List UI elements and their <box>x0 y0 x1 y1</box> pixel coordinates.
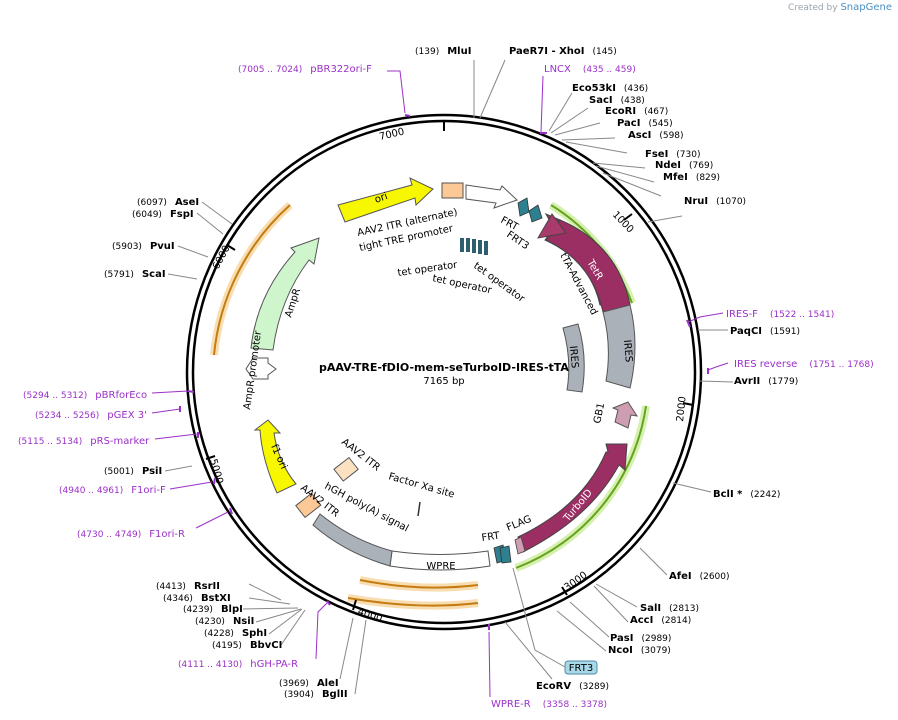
label-flag: FLAG <box>505 514 533 534</box>
site-mlui: (139)MluI <box>415 46 471 57</box>
plasmid-name: pAAV-TRE-fDIO-mem-seTurboID-IRES-tTA <box>319 361 569 374</box>
ori-arrow <box>337 177 434 223</box>
site-psii: (5001)PsiI <box>104 466 162 477</box>
ampr-promoter-arrow <box>245 357 277 380</box>
site-alei: (3969)AleI <box>279 678 339 689</box>
site-labels: (139)MluI PaeR7I - XhoI(145) Eco53kI(436… <box>104 46 800 700</box>
primer-pbr322ori-f: (7005 .. 7024)pBR322ori-F <box>238 64 372 75</box>
frt3-top-arrow <box>528 204 543 223</box>
tick-label-2000: 2000 <box>675 396 689 422</box>
site-afei: AfeI(2600) <box>669 571 730 582</box>
site-saci: SacI(438) <box>589 95 645 106</box>
primer-ires-reverse: IRES reverse(1751 .. 1768) <box>734 359 874 370</box>
wpre-block <box>389 550 491 571</box>
primer-lncx: LNCX(435 .. 459) <box>544 64 636 75</box>
site-ndei: NdeI(769) <box>655 160 713 171</box>
label-gb1: GB1 <box>592 402 607 425</box>
site-fspi: (6049)FspI <box>132 209 194 220</box>
frt3-leader-line <box>512 567 566 668</box>
label-frt3-box: FRT3 <box>569 663 593 674</box>
primer-f1ori-r: (4730 .. 4749)F1ori-R <box>77 529 185 540</box>
primer-labels: (7005 .. 7024)pBR322ori-F LNCX(435 .. 45… <box>18 64 874 710</box>
primer-ires-f: IRES-F(1522 .. 1541) <box>726 309 834 320</box>
site-bstxi: (4346)BstXI <box>163 593 231 604</box>
tre-promoter-arrow <box>465 184 518 209</box>
primer-prs-marker: (5115 .. 5134)pRS-marker <box>18 436 150 447</box>
ring-ticks <box>205 121 694 611</box>
primer-wpre-r: WPRE-R(3358 .. 3378) <box>491 699 607 710</box>
site-ecori: EcoRI(467) <box>605 106 668 117</box>
tick-label-5000: 5000 <box>207 458 225 485</box>
aav2-itr-block-1 <box>295 492 322 519</box>
tick-label-4000: 4000 <box>356 606 384 624</box>
ires-grey-arc-outer <box>602 304 636 389</box>
label-ires-inner: IRES <box>567 345 580 368</box>
primer-pgex-3: (5234 .. 5256)pGEX 3' <box>35 410 147 421</box>
ampr-arrow <box>250 237 320 351</box>
primer-f1ori-f: (4940 .. 4961)F1ori-F <box>59 485 166 496</box>
flag-block <box>514 536 526 555</box>
site-nsii: (4230)NsiI <box>195 616 254 627</box>
label-frt3-top: FRT3 <box>504 229 530 252</box>
snapgene-credit: Created by SnapGene <box>788 2 892 13</box>
site-acci: AccI(2814) <box>630 615 691 626</box>
aav2-itr-block-2 <box>333 456 359 482</box>
site-scai: (5791)ScaI <box>104 269 166 280</box>
ires-grey-arc-inner <box>562 323 585 393</box>
site-paqci: PaqCI(1591) <box>730 326 800 337</box>
site-ncoi: NcoI(3079) <box>608 645 671 656</box>
f1-ori-arrow <box>253 419 297 494</box>
site-avrii: AvrII(1779) <box>734 376 798 387</box>
turboid-track-arc <box>515 405 647 569</box>
frt-bottom-arrow-2 <box>499 545 512 564</box>
tetr-hatch-head <box>537 213 567 239</box>
site-nrui: NruI(1070) <box>684 196 746 207</box>
site-bcli: BclI *(2242) <box>713 489 780 500</box>
site-sali: SalI(2813) <box>640 603 699 614</box>
site-pasi: PasI(2989) <box>610 633 671 644</box>
label-ori: ori <box>373 191 389 206</box>
backbone-outer-ring <box>185 113 703 631</box>
site-blpi: (4239)BlpI <box>183 604 243 615</box>
site-asei: (6097)AseI <box>137 197 199 208</box>
primer-leader-lines <box>151 70 729 698</box>
primer-marks <box>179 114 709 630</box>
plasmid-length: 7165 bp <box>423 376 464 387</box>
frt-top-arrow <box>517 197 530 217</box>
tick-label-3000: 3000 <box>562 570 589 594</box>
site-fsei: FseI(730) <box>645 149 701 160</box>
site-paer7i-xhoi: PaeR7I - XhoI(145) <box>509 46 617 57</box>
site-mfei: MfeI(829) <box>663 172 720 183</box>
site-ecorv: EcoRV(3289) <box>536 681 609 692</box>
label-frt-bottom: FRT <box>481 530 501 544</box>
site-paci: PacI(545) <box>617 118 673 129</box>
site-sphi: (4228)SphI <box>204 628 267 639</box>
label-wpre: WPRE <box>426 561 455 572</box>
site-bglii: (3904)BglII <box>284 689 348 700</box>
frt3-box <box>564 660 598 675</box>
site-pvui: (5903)PvuI <box>112 241 175 252</box>
primer-pbrforeco: (5294 .. 5312)pBRforEco <box>23 390 147 401</box>
site-leader-lines <box>164 59 734 695</box>
hgh-polya-block <box>312 513 393 567</box>
site-eco53ki: Eco53kI(436) <box>572 83 648 94</box>
factor-xa-mark <box>417 501 421 517</box>
ampr-track-arc <box>213 204 291 356</box>
label-factor-xa: Factor Xa site <box>387 471 455 500</box>
wpre-track-arc-2 <box>347 597 479 607</box>
aav2-itr-alt-block <box>441 182 464 199</box>
gb1-arrow <box>611 401 639 429</box>
tick-label-1000: 1000 <box>610 209 636 235</box>
site-rsrii: (4413)RsrII <box>156 581 220 592</box>
primer-hgh-pa-r: (4111 .. 4130)hGH-PA-R <box>178 659 298 670</box>
site-bbvci: (4195)BbvCI <box>212 640 282 651</box>
wpre-track-arc-1 <box>359 579 479 589</box>
label-ires-outer: IRES <box>621 339 634 362</box>
tet-operator-repeats <box>460 238 488 255</box>
site-asci: AscI(598) <box>628 130 684 141</box>
